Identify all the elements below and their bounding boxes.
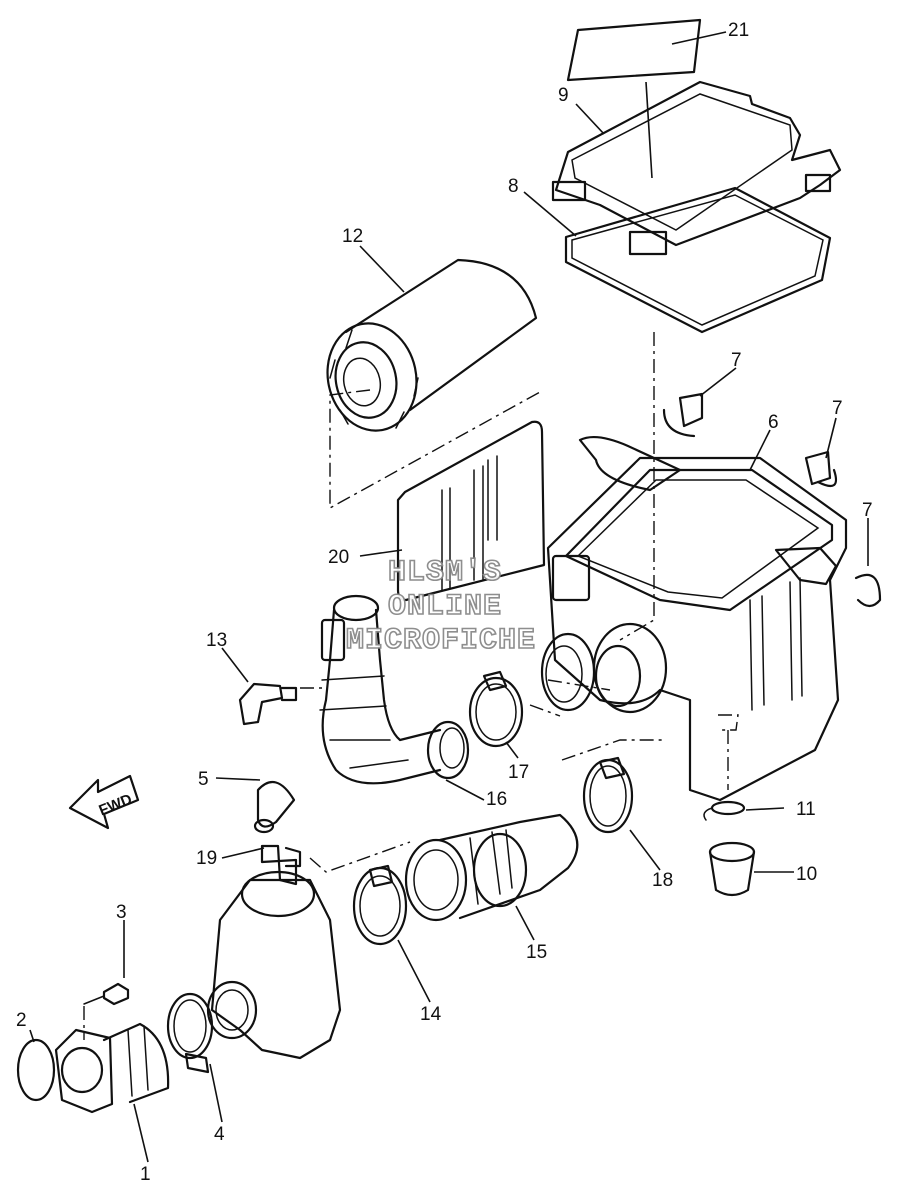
callout-12: 12 bbox=[342, 226, 363, 247]
callout-9: 9 bbox=[558, 85, 569, 106]
part-7-clip-b bbox=[804, 450, 838, 488]
callout-4: 4 bbox=[214, 1124, 225, 1145]
callout-6: 6 bbox=[768, 412, 779, 433]
callout-2: 2 bbox=[16, 1010, 27, 1031]
part-21-label-sheet bbox=[566, 18, 702, 82]
part-16-intake-hose bbox=[319, 594, 470, 785]
part-15-intake-joint bbox=[404, 813, 579, 922]
watermark-line-2: ONLINE bbox=[387, 589, 503, 625]
callout-10: 10 bbox=[796, 864, 817, 885]
callout-5: 5 bbox=[198, 769, 209, 790]
part-2-o-ring bbox=[16, 1038, 56, 1102]
part-6-inlet-ports bbox=[540, 622, 668, 714]
part-3-bolt bbox=[83, 982, 130, 1006]
fwd-arrow-icon: FWD bbox=[68, 774, 140, 830]
part-19-joint bbox=[260, 844, 302, 886]
callout-20: 20 bbox=[328, 547, 349, 568]
callout-17: 17 bbox=[508, 762, 529, 783]
watermark-line-3: MICROFICHE bbox=[345, 623, 537, 659]
callout-19: 19 bbox=[196, 848, 217, 869]
part-6-filter-case bbox=[546, 435, 848, 802]
callout-14: 14 bbox=[420, 1004, 442, 1025]
carburetor bbox=[206, 870, 342, 1060]
part-7-clip-c bbox=[854, 573, 882, 608]
part-13-elbow-joint bbox=[238, 682, 298, 726]
watermark-line-1: HLSM'S bbox=[387, 555, 503, 591]
part-20-guide-plate bbox=[396, 420, 546, 602]
part-8-gasket bbox=[564, 186, 832, 334]
callout-7b: 7 bbox=[832, 398, 843, 419]
callout-13: 13 bbox=[206, 630, 227, 651]
part-17-hose-band bbox=[468, 670, 524, 748]
part-14-hose-band bbox=[352, 864, 408, 946]
callout-18: 18 bbox=[652, 870, 673, 891]
fwd-label: FWD bbox=[96, 791, 134, 820]
callout-16: 16 bbox=[486, 789, 507, 810]
callout-7a: 7 bbox=[731, 350, 742, 371]
callout-numbers: 21 9 8 12 7 6 7 7 20 13 5 19 16 17 11 10… bbox=[16, 20, 873, 1185]
callout-21: 21 bbox=[728, 20, 749, 41]
part-4-clamp bbox=[166, 992, 214, 1074]
callout-3: 3 bbox=[116, 902, 127, 923]
callout-1: 1 bbox=[140, 1164, 151, 1185]
callout-15: 15 bbox=[526, 942, 547, 963]
callout-8: 8 bbox=[508, 176, 519, 197]
part-1-carburetor-joint bbox=[54, 1022, 170, 1114]
callout-7c: 7 bbox=[862, 500, 873, 521]
part-18-hose-band bbox=[582, 756, 634, 834]
part-7-clip-a bbox=[662, 392, 704, 438]
part-11-clamp bbox=[703, 800, 746, 821]
part-12-air-filter bbox=[326, 258, 538, 432]
leader-lines bbox=[29, 31, 869, 1163]
part-9-airbox-cover bbox=[551, 80, 842, 256]
part-5-breather-hose bbox=[253, 780, 296, 834]
callout-11: 11 bbox=[796, 799, 816, 820]
part-10-drain-cap bbox=[708, 841, 756, 897]
